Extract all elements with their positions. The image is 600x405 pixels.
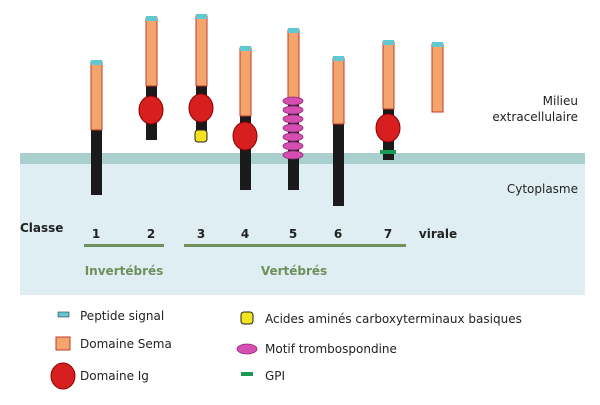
region-label-cytoplasm: Cytoplasme — [507, 182, 578, 196]
ig-domain — [232, 121, 258, 151]
cell-membrane — [20, 153, 585, 164]
class-label-3: 3 — [197, 227, 205, 241]
sema-domain — [195, 15, 208, 87]
signal-peptide — [196, 14, 207, 19]
signal-peptide — [383, 40, 394, 45]
class-label-5: 5 — [289, 227, 297, 241]
group-label-vertebrates: Vertébrés — [261, 264, 327, 278]
region-label-extracellular-2: extracellulaire — [492, 110, 578, 124]
class-label-viral: virale — [419, 227, 457, 241]
sema-domain — [287, 29, 300, 99]
thrombospondin-motif-4 — [282, 123, 304, 133]
sema-domain — [382, 41, 395, 110]
protein-class-7 — [375, 40, 401, 160]
sema-domain — [145, 17, 158, 87]
legend-swatch-basic-residues — [240, 311, 254, 325]
legend-label-signal-peptide: Peptide signal — [80, 309, 164, 323]
signal-peptide — [240, 46, 251, 51]
signal-peptide — [333, 56, 344, 61]
transmembrane-stem — [333, 120, 344, 206]
protein-class-1 — [90, 60, 103, 195]
protein-class-viral — [431, 42, 444, 113]
transmembrane-stem — [91, 125, 102, 195]
thrombospondin-motif-2 — [282, 105, 304, 115]
thrombospondin-motif-3 — [282, 114, 304, 124]
protein-class-5 — [282, 28, 304, 190]
signal-peptide — [432, 42, 443, 47]
thrombospondin-motif-5 — [282, 132, 304, 142]
legend-swatch-sema-domain — [55, 336, 71, 351]
cytoplasm-area — [20, 160, 585, 295]
signal-peptide — [288, 28, 299, 33]
gpi-anchor — [380, 150, 396, 154]
legend-label-gpi: GPI — [265, 369, 285, 383]
sema-domain — [90, 61, 103, 131]
invertebrates-bracket — [84, 244, 164, 247]
ig-domain — [375, 113, 401, 143]
class-axis-title: Classe — [20, 221, 63, 235]
sema-domain — [431, 43, 444, 113]
protein-class-4 — [232, 46, 258, 190]
legend-swatch-gpi — [241, 372, 253, 376]
legend-swatch-ig-domain — [50, 362, 76, 390]
class-label-6: 6 — [334, 227, 342, 241]
legend: Peptide signal Domaine Sema Domaine Ig A… — [50, 309, 522, 390]
thrombospondin-motif-1 — [282, 96, 304, 106]
protein-class-3 — [188, 14, 214, 143]
legend-label-ig-domain: Domaine Ig — [80, 369, 149, 383]
thrombospondin-motif-7 — [282, 150, 304, 160]
thrombospondin-motif-6 — [282, 141, 304, 151]
class-label-1: 1 — [92, 227, 100, 241]
sema-domain — [332, 57, 345, 125]
legend-label-sema-domain: Domaine Sema — [80, 337, 172, 351]
transmembrane-stem — [240, 112, 251, 190]
legend-swatch-thrombospondin — [236, 343, 258, 355]
class-label-7: 7 — [384, 227, 392, 241]
signal-peptide — [146, 16, 157, 21]
legend-swatch-signal-peptide — [57, 311, 70, 318]
protein-class-6 — [332, 56, 345, 206]
basic-residues — [194, 129, 208, 143]
class-label-4: 4 — [241, 227, 249, 241]
region-label-extracellular-1: Milieu — [543, 94, 578, 108]
class-label-2: 2 — [147, 227, 155, 241]
ig-domain — [188, 93, 214, 123]
protein-class-2 — [138, 16, 164, 140]
signal-peptide — [91, 60, 102, 65]
vertebrates-bracket — [184, 244, 406, 247]
ig-domain — [138, 95, 164, 125]
group-label-invertebrates: Invertébrés — [85, 264, 164, 278]
sema-domain — [239, 47, 252, 117]
legend-label-basic-residues: Acides aminés carboxyterminaux basiques — [265, 312, 522, 326]
legend-label-thrombospondin: Motif trombospondine — [265, 342, 397, 356]
